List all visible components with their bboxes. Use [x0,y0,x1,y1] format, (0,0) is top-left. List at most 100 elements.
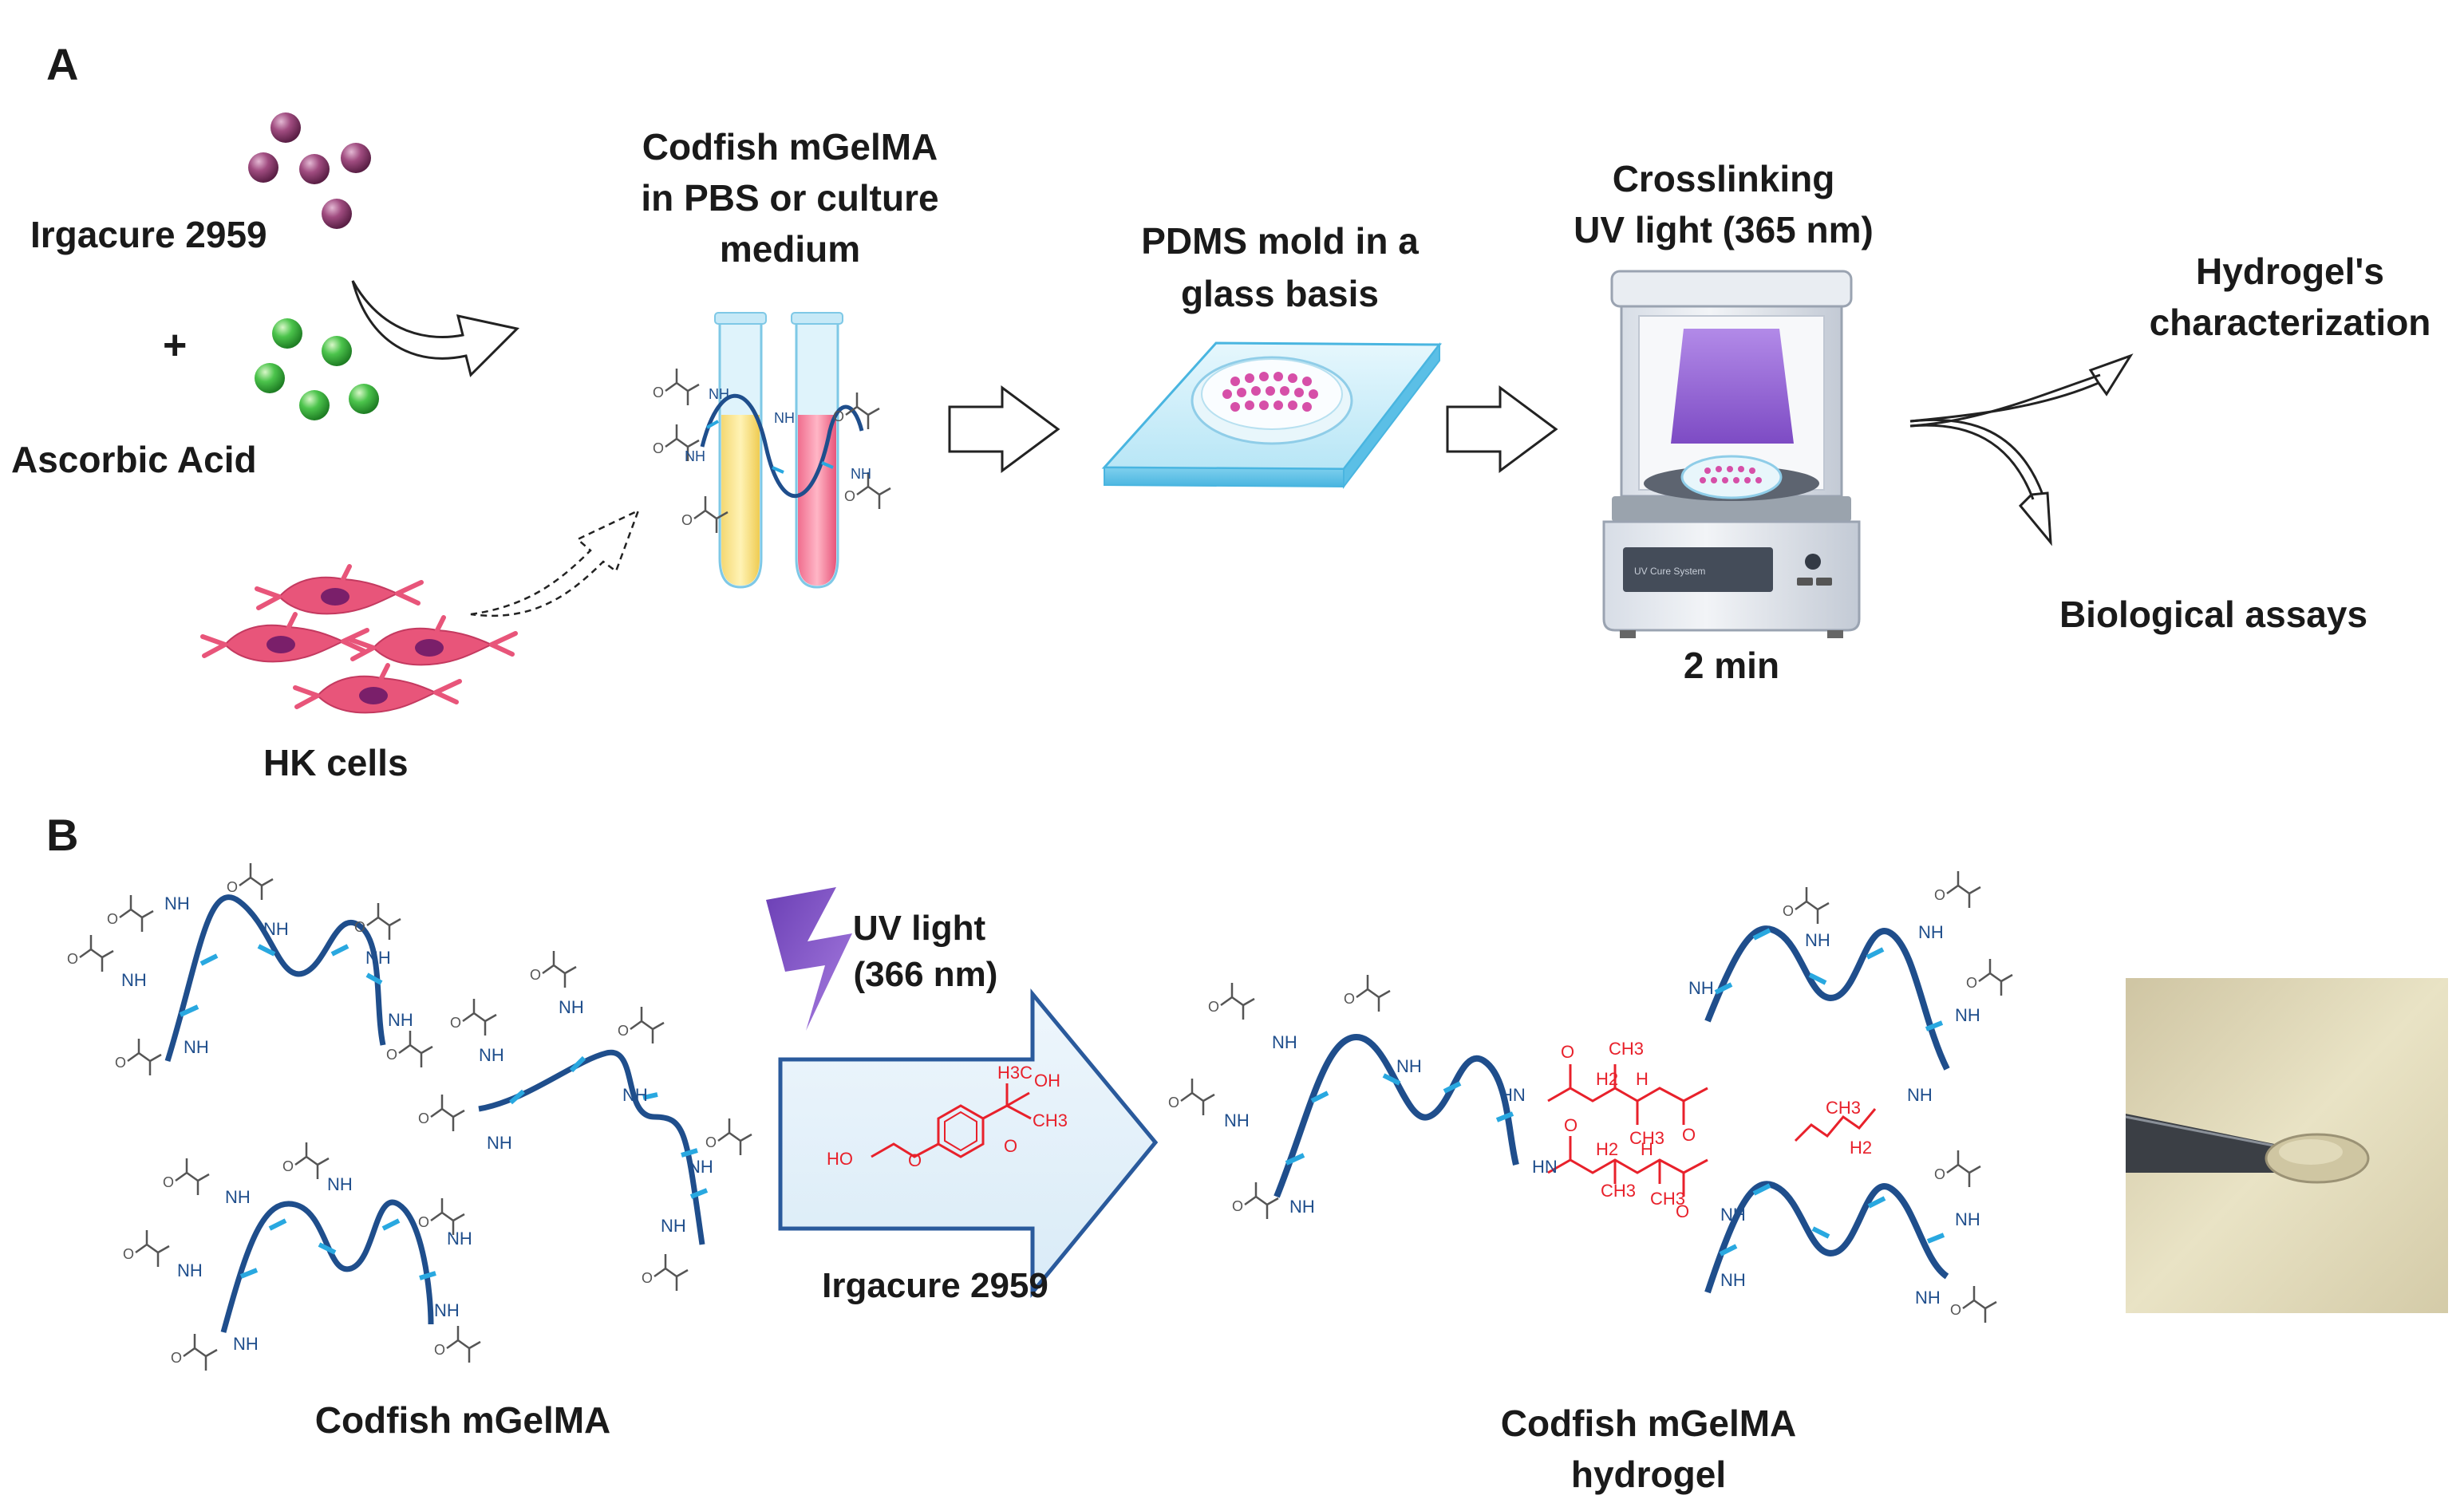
svg-text:NH: NH [434,1300,460,1320]
svg-text:O: O [1676,1201,1689,1221]
svg-text:(366 nm): (366 nm) [854,955,998,994]
svg-text:NH: NH [121,970,147,990]
svg-text:HN: HN [1532,1157,1558,1177]
svg-text:O: O [1564,1115,1578,1135]
svg-text:NH: NH [1224,1110,1250,1130]
hk-cells-icon [203,566,515,712]
svg-text:NH: NH [685,448,705,464]
mix-arrow-icon [351,280,520,377]
svg-text:NH: NH [1272,1032,1297,1052]
svg-text:NH: NH [709,386,729,402]
panel-a: A Irgacure 2959 + Ascorbic Acid [11,39,2430,783]
svg-text:H: H [1641,1139,1653,1159]
svg-text:H2: H2 [1596,1069,1618,1089]
svg-text:NH: NH [1915,1288,1941,1308]
svg-text:UV Cure System: UV Cure System [1634,566,1705,577]
svg-text:HN: HN [1500,1085,1526,1105]
svg-text:NH: NH [1805,930,1830,950]
svg-text:NH: NH [479,1045,504,1065]
svg-text:NH: NH [327,1174,353,1194]
svg-text:NH: NH [1720,1205,1746,1225]
svg-text:Codfish mGelMA: Codfish mGelMA [1501,1402,1797,1444]
panel-b: B [46,810,2448,1495]
svg-text:HO: HO [827,1149,853,1169]
hk-cells-label: HK cells [263,742,409,783]
svg-text:NH: NH [365,948,391,968]
plus-sign: + [163,322,187,369]
svg-text:UV light (365 nm): UV light (365 nm) [1574,209,1874,250]
svg-text:NH: NH [164,894,190,913]
svg-text:CH3: CH3 [1629,1128,1664,1148]
svg-text:NH: NH [851,466,871,482]
uv-device-icon: UV Cure System [1602,270,1861,638]
svg-text:NH: NH [774,410,795,426]
pdms-mold-icon [1101,341,1443,489]
uv-label: UV light (366 nm) [853,909,998,994]
test-tubes-icon: NH NH NH NH [651,312,892,589]
svg-text:NH: NH [688,1157,713,1177]
uv-time-label: 2 min [1684,645,1779,686]
svg-text:NH: NH [622,1085,648,1105]
svg-text:O: O [1004,1136,1017,1156]
tube-title: Codfish mGelMA in PBS or culture medium [641,126,938,270]
svg-text:NH: NH [1907,1085,1933,1105]
output-bio: Biological assays [2059,594,2367,635]
hydrogel-photo [2125,978,2448,1313]
svg-text:CH3: CH3 [1650,1189,1685,1209]
mgelma-chains-icon: NH NH NH NH NH NH NH NH NH NH NH NH NH N… [65,862,753,1372]
svg-text:Codfish mGelMA: Codfish mGelMA [642,126,938,168]
hydrogel-network-icon: CH3 H2 H CH3 O O O CH3 H2 H O CH3 CH3 H2 [1167,870,2014,1324]
ascorbic-acid-molecules-icon [255,318,379,420]
svg-text:H2: H2 [1850,1138,1872,1158]
svg-text:Crosslinking: Crosslinking [1613,158,1835,199]
svg-text:glass basis: glass basis [1181,273,1379,314]
left-caption: Codfish mGelMA [315,1399,611,1441]
svg-text:NH: NH [1918,922,1944,942]
svg-text:NH: NH [233,1334,259,1354]
cells-dashed-arrow-icon [470,508,641,617]
svg-text:O: O [908,1150,922,1170]
svg-text:PDMS mold in a: PDMS mold in a [1141,220,1419,262]
svg-text:NH: NH [487,1133,512,1153]
uv-title: Crosslinking UV light (365 nm) [1574,158,1874,250]
svg-text:H: H [1636,1069,1649,1089]
svg-text:CH3: CH3 [1826,1098,1861,1118]
svg-text:NH: NH [661,1216,686,1236]
svg-text:NH: NH [1396,1056,1422,1076]
svg-text:NH: NH [447,1229,472,1249]
ascorbic-label: Ascorbic Acid [11,439,257,480]
svg-text:UV light: UV light [853,909,986,948]
svg-text:NH: NH [1720,1270,1746,1290]
svg-text:H3C: H3C [997,1063,1033,1083]
svg-text:hydrogel: hydrogel [1571,1454,1726,1495]
step-arrow-1-icon [948,385,1060,473]
svg-text:O: O [1561,1042,1574,1062]
right-caption: Codfish mGelMA hydrogel [1501,1402,1797,1495]
svg-text:NH: NH [184,1037,209,1057]
svg-text:NH: NH [388,1010,413,1030]
irgacure-structure-icon: O HO H3C OH CH3 O [827,1063,1068,1170]
svg-text:NH: NH [177,1260,203,1280]
svg-text:in PBS or culture: in PBS or culture [641,177,938,219]
uv-bolt-icon [766,887,852,1031]
svg-text:CH3: CH3 [1609,1039,1644,1059]
svg-text:NH: NH [263,919,289,939]
svg-text:NH: NH [1955,1209,1980,1229]
arrow-label: Irgacure 2959 [822,1266,1048,1305]
svg-text:OH: OH [1034,1071,1060,1091]
reaction-arrow-icon [778,988,1159,1298]
irgacure-molecules-icon [248,112,371,229]
svg-text:NH: NH [1688,978,1714,998]
panel-a-letter: A [46,39,78,89]
svg-text:characterization: characterization [2150,302,2431,343]
svg-text:NH: NH [559,997,584,1017]
svg-text:Hydrogel's: Hydrogel's [2196,250,2384,292]
svg-text:medium: medium [720,228,860,270]
irgacure-label: Irgacure 2959 [30,214,267,255]
output-characterization: Hydrogel's characterization [2150,250,2431,343]
svg-text:NH: NH [1289,1197,1315,1217]
svg-text:H2: H2 [1596,1139,1618,1159]
svg-text:O: O [1682,1125,1696,1145]
step-arrow-2-icon [1446,385,1558,473]
